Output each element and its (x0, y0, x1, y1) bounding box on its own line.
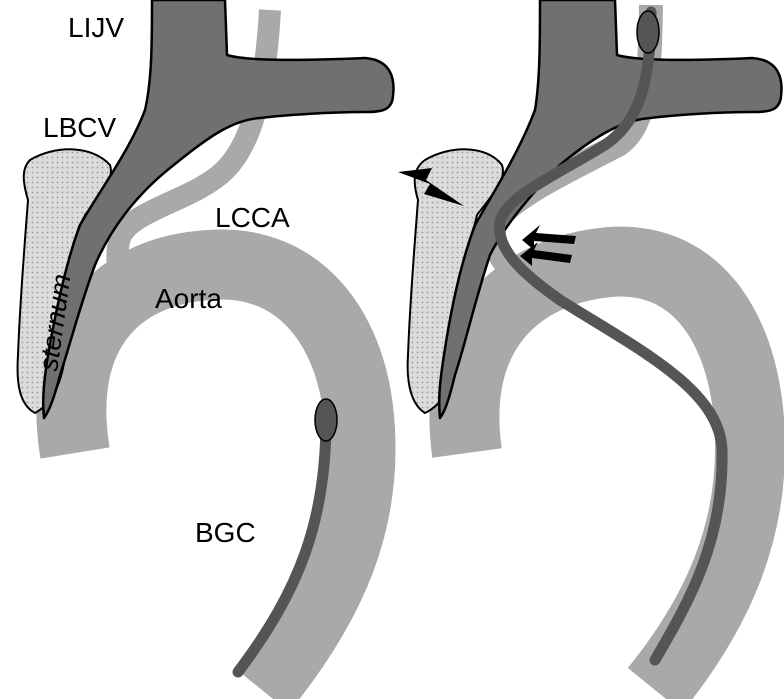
right-panel (398, 0, 784, 699)
catheter-left (232, 414, 332, 678)
label-aorta: Aorta (155, 283, 222, 314)
label-bgc: BGC (195, 517, 256, 548)
label-lcca: LCCA (215, 202, 290, 233)
vein-right (437, 0, 783, 420)
left-panel (16, 0, 396, 699)
lightning-bolt-icon (398, 168, 464, 206)
vein-lijv-lbcv (41, 0, 395, 420)
label-lbcv: LBCV (43, 112, 116, 143)
aorta-arch (36, 229, 396, 699)
catheter-balloon-right (636, 10, 660, 54)
catheter-balloon-left (314, 398, 338, 442)
catheter-right (494, 6, 728, 666)
double-arrow-icon (520, 225, 576, 266)
label-lijv: LIJV (68, 12, 124, 43)
aorta-arch-right (429, 226, 784, 699)
